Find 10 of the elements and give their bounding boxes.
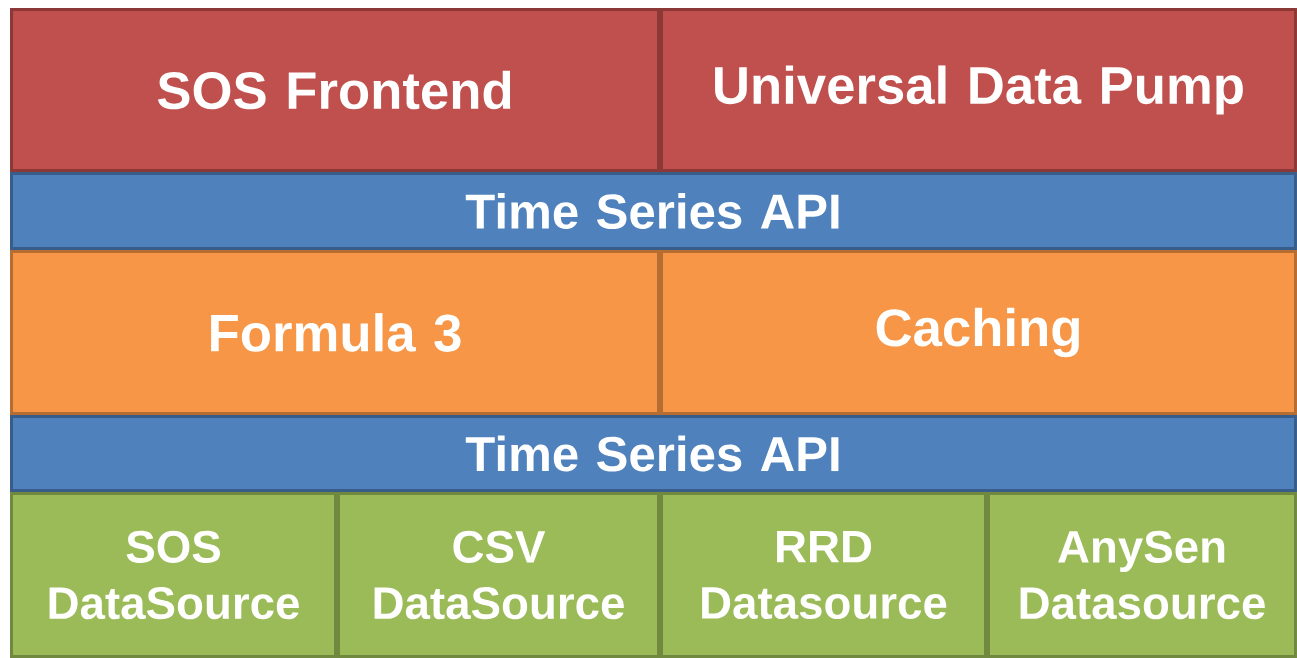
datasource-box: SOS DataSource xyxy=(10,492,337,658)
layer-box: Caching xyxy=(660,250,1297,415)
layer-box: Universal Data Pump xyxy=(660,8,1297,172)
api-band: Time Series API xyxy=(10,415,1297,492)
datasource-box: AnySen Datasource xyxy=(987,492,1297,658)
datasource-box: RRD Datasource xyxy=(660,492,987,658)
datasource-box: CSV DataSource xyxy=(337,492,660,658)
api-band: Time Series API xyxy=(10,172,1297,250)
layer-box: Formula 3 xyxy=(10,250,660,415)
layer-box: SOS Frontend xyxy=(10,8,660,172)
